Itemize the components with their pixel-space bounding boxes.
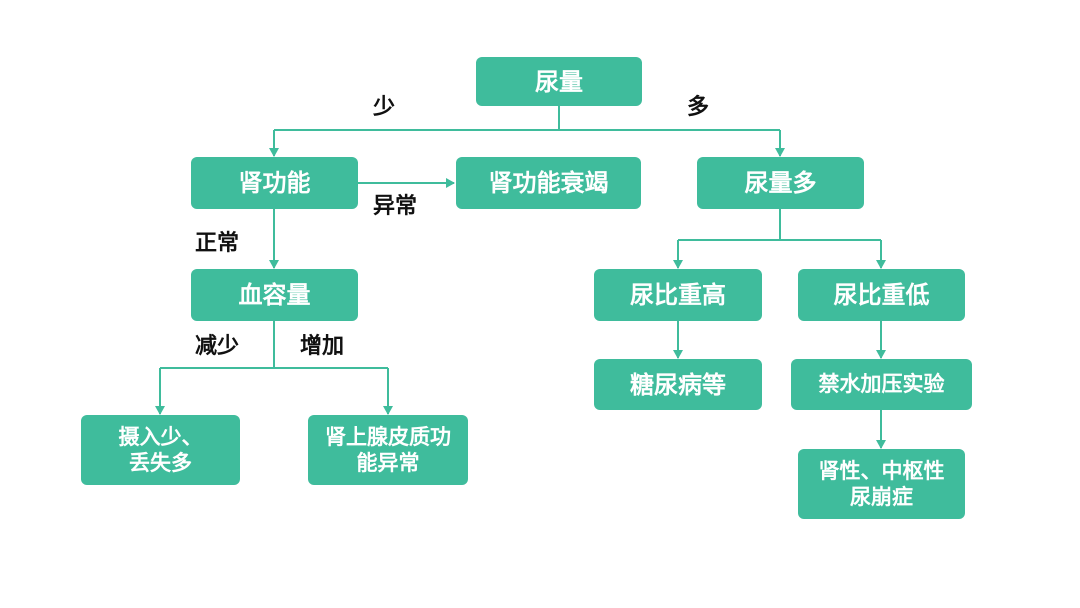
- node-diabetes-insipidus-text: 肾性、中枢性 尿崩症: [818, 458, 945, 509]
- node-renal-function-text: 肾功能: [238, 169, 311, 197]
- node-high-specific-gravity: 尿比重高: [594, 269, 762, 321]
- node-renal-failure-text: 肾功能衰竭: [488, 169, 609, 197]
- node-renal-failure: 肾功能衰竭: [456, 157, 641, 209]
- node-diabetes-text: 糖尿病等: [630, 370, 726, 399]
- node-renal-function: 肾功能: [191, 157, 358, 209]
- node-intake-loss: 摄入少、 丢失多: [81, 415, 240, 485]
- node-high-sg-text: 尿比重高: [630, 281, 726, 309]
- node-water-deprivation-test-text: 禁水加压实验: [818, 372, 945, 397]
- node-low-specific-gravity: 尿比重低: [798, 269, 965, 321]
- node-low-sg-text: 尿比重低: [833, 281, 930, 309]
- node-blood-volume-text: 血容量: [238, 281, 311, 309]
- node-water-deprivation-test: 禁水加压实验: [791, 359, 972, 410]
- node-intake-loss-text: 摄入少、 丢失多: [118, 424, 203, 475]
- node-urine-volume-text: 尿量: [535, 67, 583, 96]
- node-diabetes: 糖尿病等: [594, 359, 762, 410]
- label-more: 多: [687, 95, 710, 120]
- node-diabetes-insipidus: 肾性、中枢性 尿崩症: [798, 449, 965, 519]
- label-less: 少: [373, 95, 396, 120]
- label-increase: 增加: [300, 334, 345, 359]
- label-decrease: 减少: [195, 334, 240, 359]
- node-polyuria-text: 尿量多: [744, 169, 817, 197]
- node-adrenal-cortex: 肾上腺皮质功 能异常: [308, 415, 468, 485]
- label-normal: 正常: [195, 231, 240, 256]
- node-urine-volume: 尿量: [476, 57, 642, 106]
- node-blood-volume: 血容量: [191, 269, 358, 321]
- label-abnormal: 异常: [373, 194, 418, 219]
- node-adrenal-cortex-text: 肾上腺皮质功 能异常: [325, 424, 451, 475]
- node-polyuria: 尿量多: [697, 157, 864, 209]
